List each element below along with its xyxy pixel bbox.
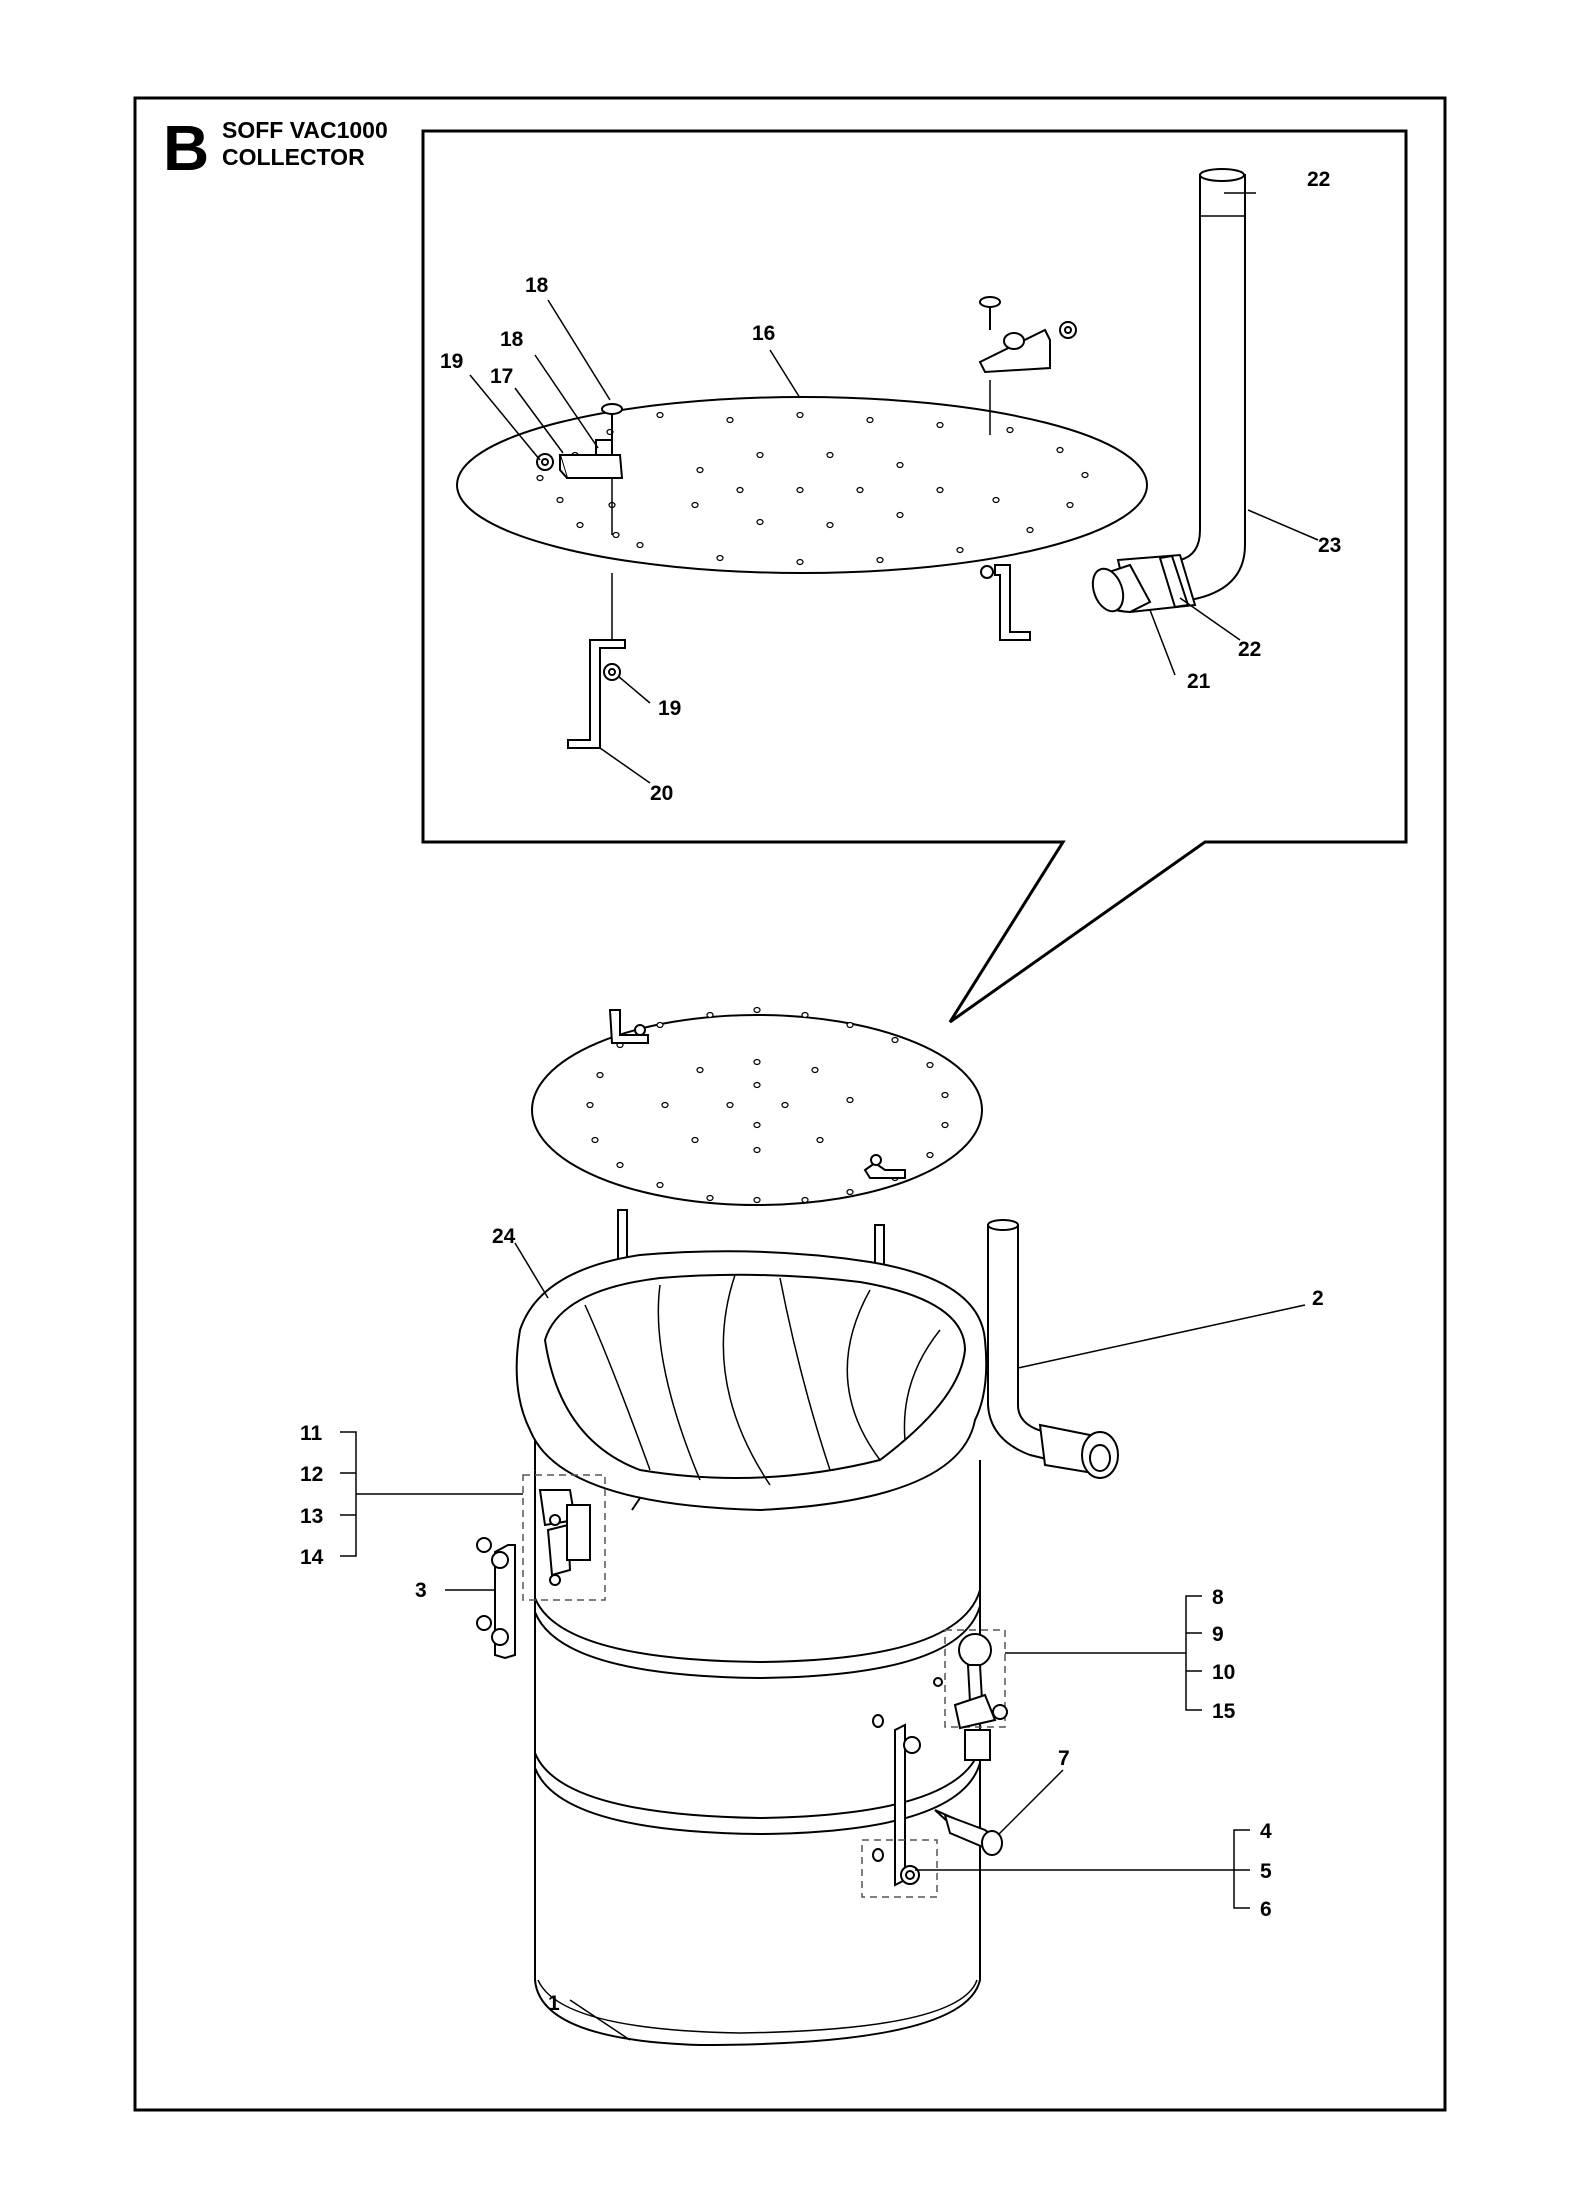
handle-7 (934, 1809, 1003, 1856)
label-21: 21 (1187, 670, 1211, 693)
title-line-1: SOFF VAC1000 (222, 117, 388, 143)
main-filter-plate (531, 1006, 983, 1206)
label-9: 9 (1212, 1623, 1224, 1646)
leader-lines (340, 192, 1319, 2041)
label-18-upper: 18 (525, 274, 549, 297)
label-5: 5 (1260, 1860, 1272, 1883)
label-1: 1 (548, 1992, 560, 2015)
label-11: 11 (300, 1422, 323, 1445)
label-17: 17 (490, 365, 513, 388)
label-15: 15 (1212, 1700, 1236, 1723)
label-20: 20 (650, 782, 673, 805)
label-14: 14 (300, 1546, 324, 1569)
inset-bracket-left (536, 403, 624, 535)
label-19-lower: 19 (658, 697, 681, 720)
filter-bag (515, 1250, 988, 1512)
keeper-bracket (861, 1723, 938, 1898)
label-24: 24 (492, 1225, 516, 1248)
label-3: 3 (415, 1579, 427, 1602)
label-22-top: 22 (1307, 168, 1330, 191)
ball-catch-assembly (872, 1629, 1008, 1761)
inset-bracket-right (978, 296, 1077, 435)
label-12: 12 (300, 1463, 323, 1486)
label-2: 2 (1312, 1287, 1324, 1310)
outer-frame (133, 96, 1447, 2112)
inset-filter-plate (456, 396, 1148, 574)
side-pipe (987, 1219, 1119, 1479)
label-6: 6 (1260, 1898, 1272, 1921)
part-labels: 22 18 16 18 19 17 23 22 21 19 20 24 2 11… (300, 168, 1341, 2015)
inset-pipe-assembly (1091, 168, 1246, 614)
section-letter: B (163, 112, 209, 184)
label-4: 4 (1260, 1820, 1272, 1843)
label-7: 7 (1058, 1747, 1070, 1770)
label-19-upper: 19 (440, 350, 463, 373)
label-10: 10 (1212, 1661, 1235, 1684)
latch-assembly (476, 1474, 606, 1660)
label-22-bottom: 22 (1238, 638, 1261, 661)
label-23: 23 (1318, 534, 1341, 557)
inset-support-right (980, 564, 1031, 641)
label-8: 8 (1212, 1586, 1224, 1609)
label-16: 16 (752, 322, 775, 345)
label-18-lower: 18 (500, 328, 524, 351)
title-line-2: COLLECTOR (222, 144, 365, 170)
label-13: 13 (300, 1505, 323, 1528)
inset-callout-frame (421, 129, 1408, 1024)
